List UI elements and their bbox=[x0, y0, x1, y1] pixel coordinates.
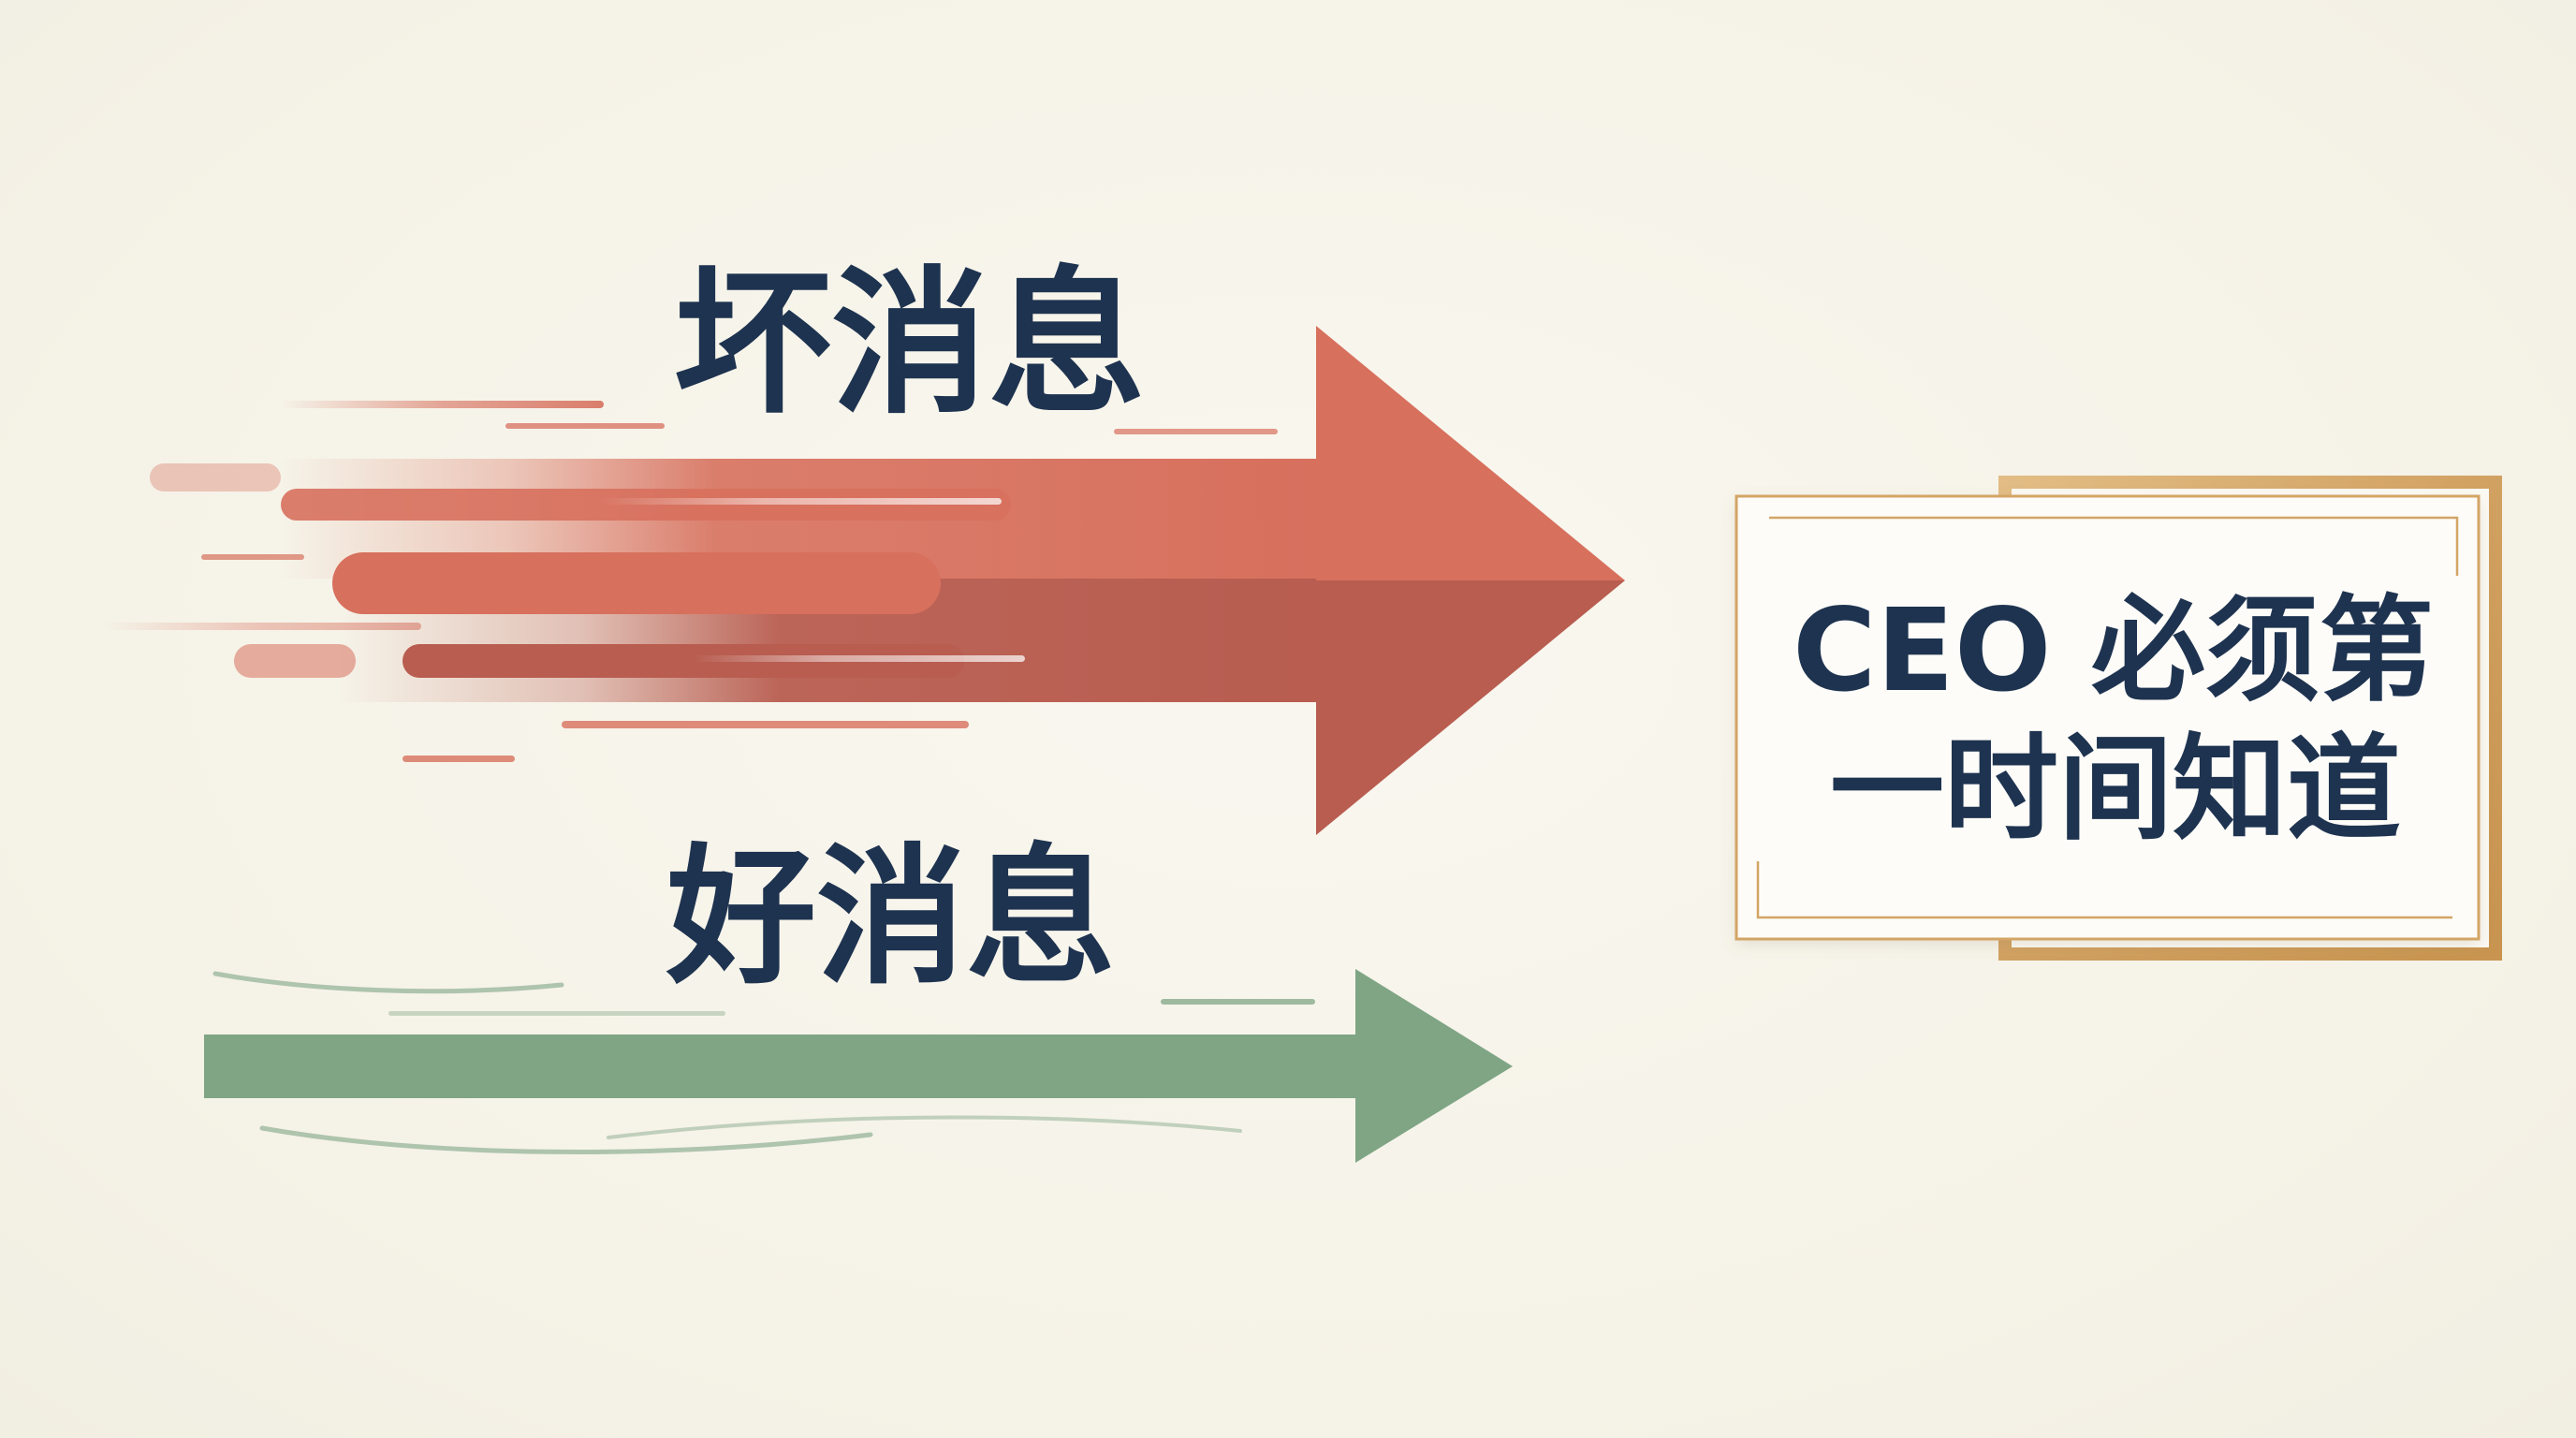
ceo-box-line-2: 一时间知道 bbox=[1830, 723, 2401, 856]
ceo-box: CEO 必须第 一时间知道 bbox=[1734, 476, 2502, 961]
good-news-motion-lines bbox=[212, 971, 1315, 1154]
good-news-arrow bbox=[204, 969, 1513, 1163]
bad-news-label: 坏消息 bbox=[674, 252, 1146, 435]
bad-news-arrow bbox=[103, 326, 1625, 835]
ceo-box-line-1: CEO 必须第 bbox=[1793, 584, 2434, 717]
good-news-label: 好消息 bbox=[666, 829, 1116, 1005]
bad-news-motion-lines bbox=[103, 401, 1278, 762]
